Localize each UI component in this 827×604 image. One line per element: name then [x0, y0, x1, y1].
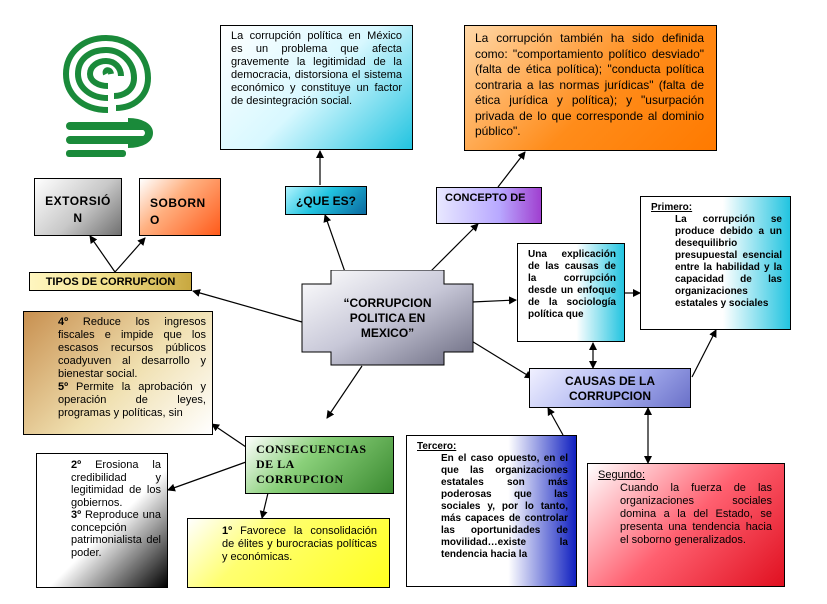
segundo-title: Segundo:	[598, 469, 646, 481]
link-causas-tercero	[547, 407, 564, 436]
tipos-node[interactable]: TIPOS DE CORRUPCION	[29, 272, 192, 291]
causas-label: CAUSAS DE LA CORRUPCION	[564, 374, 655, 403]
que-es-node[interactable]: ¿QUE ES?	[285, 186, 367, 215]
c4-text: Reduce los ingresos fiscales e impide qu…	[58, 316, 206, 380]
concepto-label: CONCEPTO DE	[445, 192, 526, 204]
c5-text: Permite la aprobación y operación de ley…	[58, 381, 207, 419]
que-es-definition: La corrupción política en México es un p…	[220, 25, 413, 150]
link-center-explicacion	[471, 296, 517, 305]
cecyte-logo	[62, 34, 153, 157]
soborno-label: SOBORNO	[150, 196, 206, 227]
segundo-text: Cuando la fuerza de las organizaciones s…	[620, 482, 772, 546]
explicacion-box: Una explicación de las causas de la corr…	[517, 243, 625, 342]
central-node-shape	[301, 270, 474, 366]
tercero-text: En el caso opuesto, en el que las organi…	[441, 453, 568, 560]
link-tipos-soborno	[114, 237, 146, 273]
consecuencia-4-5-box: 4º Reduce los ingresos fiscales e impide…	[23, 311, 213, 435]
link-center-causas	[469, 339, 533, 379]
consecuencia-1-box: 1º Favorece la consolidación de élites y…	[187, 518, 390, 588]
segundo-box: Segundo: Cuando la fuerza de las organiz…	[587, 463, 785, 587]
link-concepto-def	[497, 151, 526, 188]
c1-num: 1º	[222, 525, 233, 537]
c2-num: 2º	[71, 459, 82, 471]
tipos-label: TIPOS DE CORRUPCION	[45, 276, 176, 288]
extorsion-node[interactable]: EXTORSIÓN	[34, 178, 122, 236]
que-es-label: ¿QUE ES?	[295, 194, 356, 208]
link-tipos-extorsion	[89, 235, 116, 273]
que-es-text: La corrupción política en México es un p…	[231, 30, 402, 107]
link-center-consecuencias	[326, 365, 363, 419]
tercero-box: Tercero: En el caso opuesto, en el que l…	[406, 435, 577, 587]
link-center-que-es	[323, 214, 346, 273]
consecuencias-node[interactable]: CONSECUENCIAS DE LA CORRUPCION	[245, 436, 394, 494]
consecuencias-label: CONSECUENCIAS DE LA CORRUPCION	[256, 442, 367, 486]
link-consecuencias-c1	[259, 492, 269, 519]
link-causas-primero	[691, 329, 717, 378]
explicacion-text: Una explicación de las causas de la corr…	[528, 249, 616, 320]
causas-node[interactable]: CAUSAS DE LA CORRUPCION	[529, 368, 691, 408]
primero-title: Primero:	[651, 202, 693, 213]
soborno-node[interactable]: SOBORNO	[139, 178, 221, 236]
c3-num: 3º	[71, 509, 82, 521]
concepto-definition: La corrupción también ha sido definida c…	[464, 25, 717, 151]
consecuencia-2-3-box: 2º Erosiona la credibilidad y legitimida…	[36, 453, 168, 588]
concepto-node[interactable]: CONCEPTO DE	[436, 187, 542, 224]
c2-text: Erosiona la credibilidad y legitimidad d…	[71, 459, 161, 509]
c1-text: Favorece la consolidación de élites y bu…	[222, 525, 377, 563]
link-consecuencias-c45	[211, 423, 247, 448]
c3-text: Reproduce una concepción patrimonialista…	[71, 509, 161, 559]
central-title: “CORRUPCION POLITICA EN MEXICO”	[343, 296, 432, 340]
primero-text: La corrupción se produce debido a un des…	[675, 214, 782, 309]
concepto-text: La corrupción también ha sido definida c…	[475, 31, 704, 138]
primero-box: Primero: La corrupción se produce debido…	[640, 196, 791, 330]
tercero-title: Tercero:	[417, 441, 457, 452]
c4-num: 4º	[58, 316, 69, 328]
link-center-tipos	[192, 289, 303, 323]
c5-num: 5º	[58, 381, 69, 393]
link-consecuencias-c23	[167, 461, 247, 492]
link-center-concepto	[429, 223, 479, 273]
extorsion-label: EXTORSIÓN	[45, 194, 111, 225]
